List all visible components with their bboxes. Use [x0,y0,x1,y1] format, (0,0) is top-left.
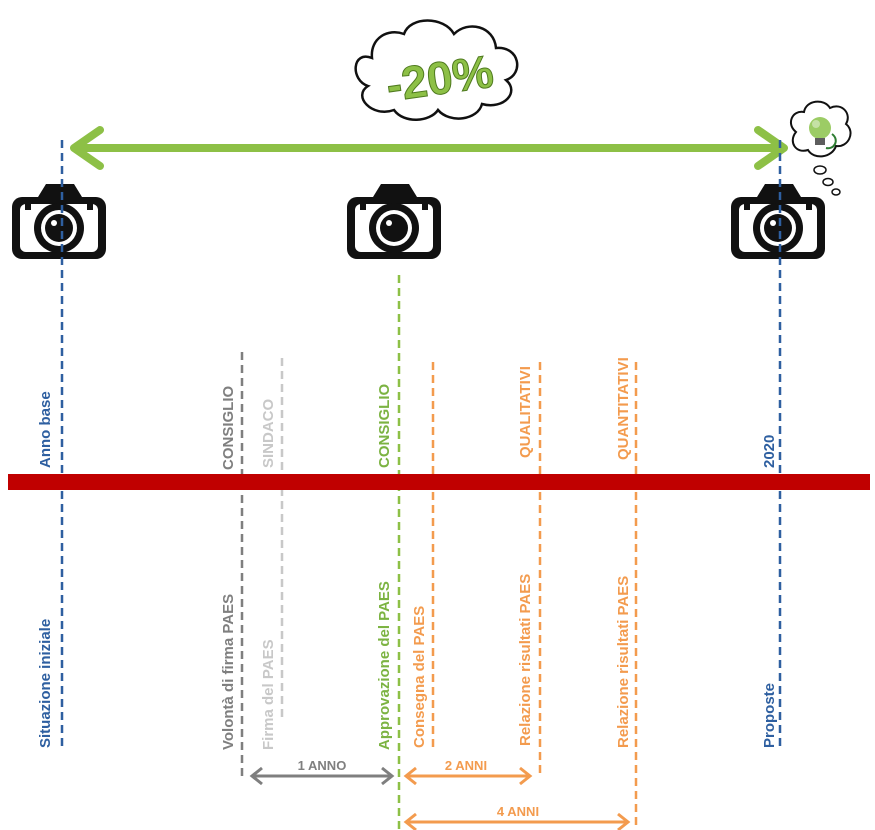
camera-icon [12,184,106,259]
span-1-anno: 1 ANNO [249,758,395,786]
timeline-bar [8,474,870,490]
label-situazione-iniziale: Situazione iniziale [37,619,54,748]
camera-icon [347,184,441,259]
lightbulb-thought-icon [789,100,852,196]
label-volonta: Volontà di firma PAES [220,594,237,750]
label-qualitativi: QUALITATIVI [517,366,534,458]
label-consegna: Consegna del PAES [411,606,428,748]
label-quantitativi: QUANTITATIVI [615,357,632,460]
span-4-anni-label: 4 ANNI [497,804,539,819]
label-consiglio-1: CONSIGLIO [220,385,237,470]
span-1-anno-label: 1 ANNO [298,758,347,773]
label-proposte: Proposte [761,683,778,748]
span-2-anni: 2 ANNI [403,758,533,786]
reduction-cloud: -20% [354,19,519,121]
label-approvazione: Approvazione del PAES [376,581,393,750]
label-2020: 2020 [761,435,778,468]
label-anno-base: Anno base [37,391,54,468]
label-consiglio-2: CONSIGLIO [376,383,393,468]
span-4-anni: 4 ANNI [403,804,631,830]
span-2-anni-label: 2 ANNI [445,758,487,773]
milestone-lines [60,140,782,830]
label-sindaco: SINDACO [260,398,277,468]
label-relazione-2: Relazione risultati PAES [615,576,632,748]
label-firma: Firma del PAES [260,639,277,750]
camera-icon [731,184,825,259]
label-relazione-1: Relazione risultati PAES [517,574,534,746]
